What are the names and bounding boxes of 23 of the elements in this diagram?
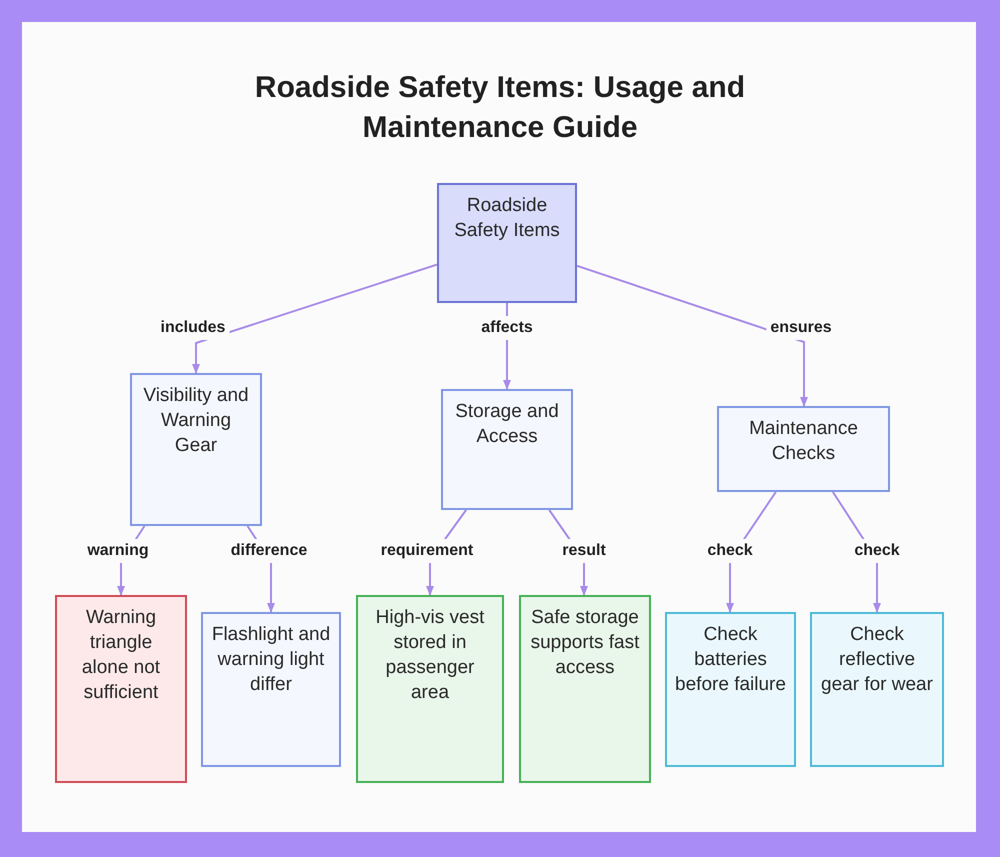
process-box [130, 373, 262, 526]
box-text: Warning triangle alone not sufficient [80, 606, 162, 705]
box-text: Roadside Safety Items [453, 194, 561, 243]
connector-arrow [576, 264, 808, 407]
box-text: Maintenance Checks [748, 417, 859, 466]
process-box [55, 595, 187, 783]
connector-arrow [192, 264, 438, 374]
box-text: Check batteries before failure [675, 623, 786, 697]
process-box [437, 183, 577, 303]
process-box [201, 612, 341, 767]
process-box [441, 389, 573, 510]
process-box [810, 612, 944, 767]
box-text: Safe storage supports fast access [530, 606, 640, 680]
title: Roadside Safety Items: Usage and Maintenance Guide [254, 70, 746, 146]
box-text: Flashlight and warning light differ [211, 623, 331, 697]
box-text: High-vis vest stored in passenger area [374, 606, 486, 705]
process-box [665, 612, 796, 767]
box-text: Check reflective gear for wear [820, 623, 934, 697]
box-text: Visibility and Warning Gear [142, 384, 250, 458]
process-box [717, 406, 890, 492]
process-box [356, 595, 504, 783]
box-text: Storage and Access [454, 400, 560, 449]
process-box [519, 595, 651, 783]
